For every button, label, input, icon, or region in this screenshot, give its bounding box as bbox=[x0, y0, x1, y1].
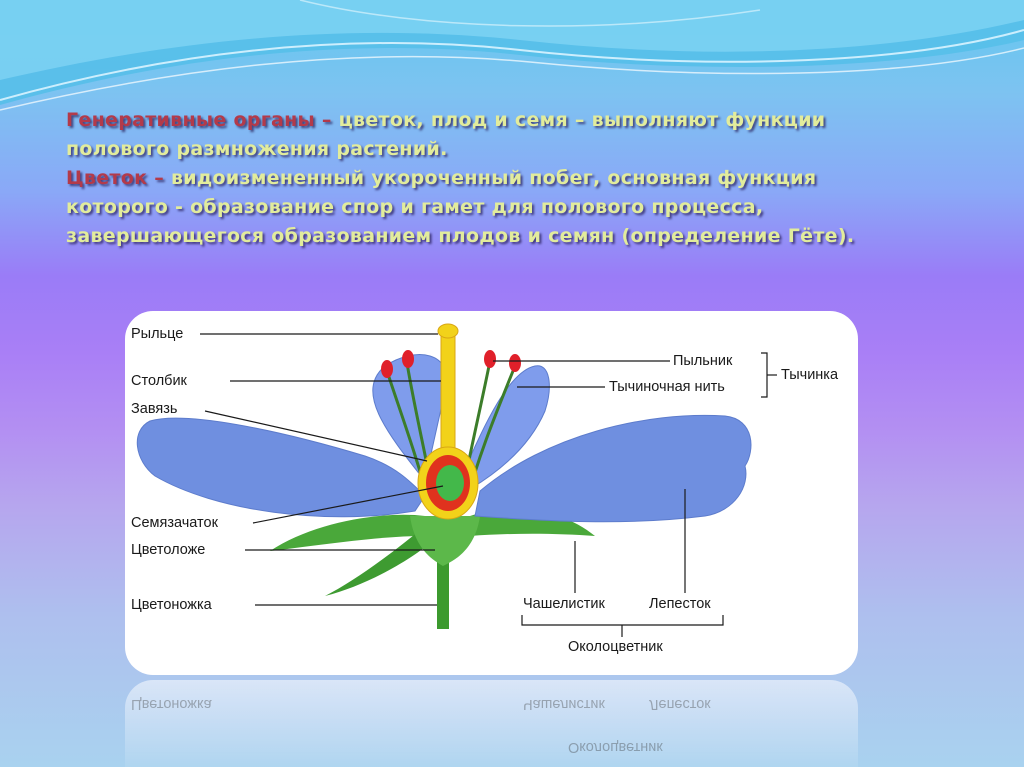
petal-left bbox=[136, 417, 426, 518]
label-anther: Пыльник bbox=[673, 353, 733, 369]
ovule-shape bbox=[436, 465, 464, 501]
receptacle-shape bbox=[410, 516, 480, 566]
sepal-left-lower bbox=[325, 526, 435, 596]
term-flower: Цветок bbox=[66, 167, 148, 189]
flower-diagram bbox=[136, 323, 777, 637]
heading-line-4: которого - образование спор и гамет для … bbox=[66, 196, 764, 218]
heading-line-1: Генеративные органы – цветок, плод и сем… bbox=[66, 109, 826, 131]
label-style: Столбик bbox=[131, 373, 187, 389]
reflection-label-sepal: Чашелистик bbox=[523, 696, 605, 712]
label-petal: Лепесток bbox=[649, 596, 711, 612]
label-sepal: Чашелистик bbox=[523, 596, 605, 612]
decorative-waves bbox=[0, 0, 1024, 111]
petal-right bbox=[474, 414, 752, 523]
heading-line-3: Цветок – видоизмененный укороченный побе… bbox=[66, 167, 817, 189]
reflection-label-perianth: Околоцветник bbox=[568, 739, 663, 755]
sepal-left-upper bbox=[270, 514, 425, 551]
card-reflection: Околоцветник Чашелистик Лепесток Цветоно… bbox=[125, 680, 858, 767]
flower-diagram-card: Рыльце Столбик Завязь Семязачаток Цветол… bbox=[125, 311, 858, 675]
anther-2 bbox=[402, 350, 414, 368]
leader-ovule bbox=[252, 485, 444, 524]
petal-back-right bbox=[459, 365, 550, 490]
label-filament: Тычиночная нить bbox=[609, 379, 725, 395]
stigma-shape bbox=[437, 323, 459, 339]
label-stigma: Рыльце bbox=[131, 326, 184, 342]
leader-ovary bbox=[204, 410, 428, 462]
heading-line-5: завершающегося образованием плодов и сем… bbox=[66, 225, 855, 247]
reflection-label-pedicel: Цветоножка bbox=[131, 696, 212, 712]
label-stamen: Тычинка bbox=[781, 367, 839, 383]
label-ovule: Семязачаток bbox=[131, 515, 218, 531]
anther-1 bbox=[381, 360, 393, 378]
heading-line-2: полового размножения растений. bbox=[66, 138, 448, 160]
anther-4 bbox=[509, 354, 521, 372]
anther-3 bbox=[484, 350, 496, 368]
term-generative-organs: Генеративные органы bbox=[66, 109, 315, 131]
label-perianth: Околоцветник bbox=[568, 639, 663, 655]
label-receptacle: Цветоложе bbox=[131, 542, 206, 558]
reflection-label-petal: Лепесток bbox=[649, 696, 711, 712]
label-pedicel: Цветоножка bbox=[131, 597, 212, 613]
bracket-stamen bbox=[761, 352, 768, 398]
label-ovary: Завязь bbox=[131, 401, 178, 417]
slide-heading: Генеративные органы – цветок, плод и сем… bbox=[66, 106, 966, 251]
bracket-perianth bbox=[521, 615, 724, 626]
style-shape bbox=[440, 335, 456, 452]
